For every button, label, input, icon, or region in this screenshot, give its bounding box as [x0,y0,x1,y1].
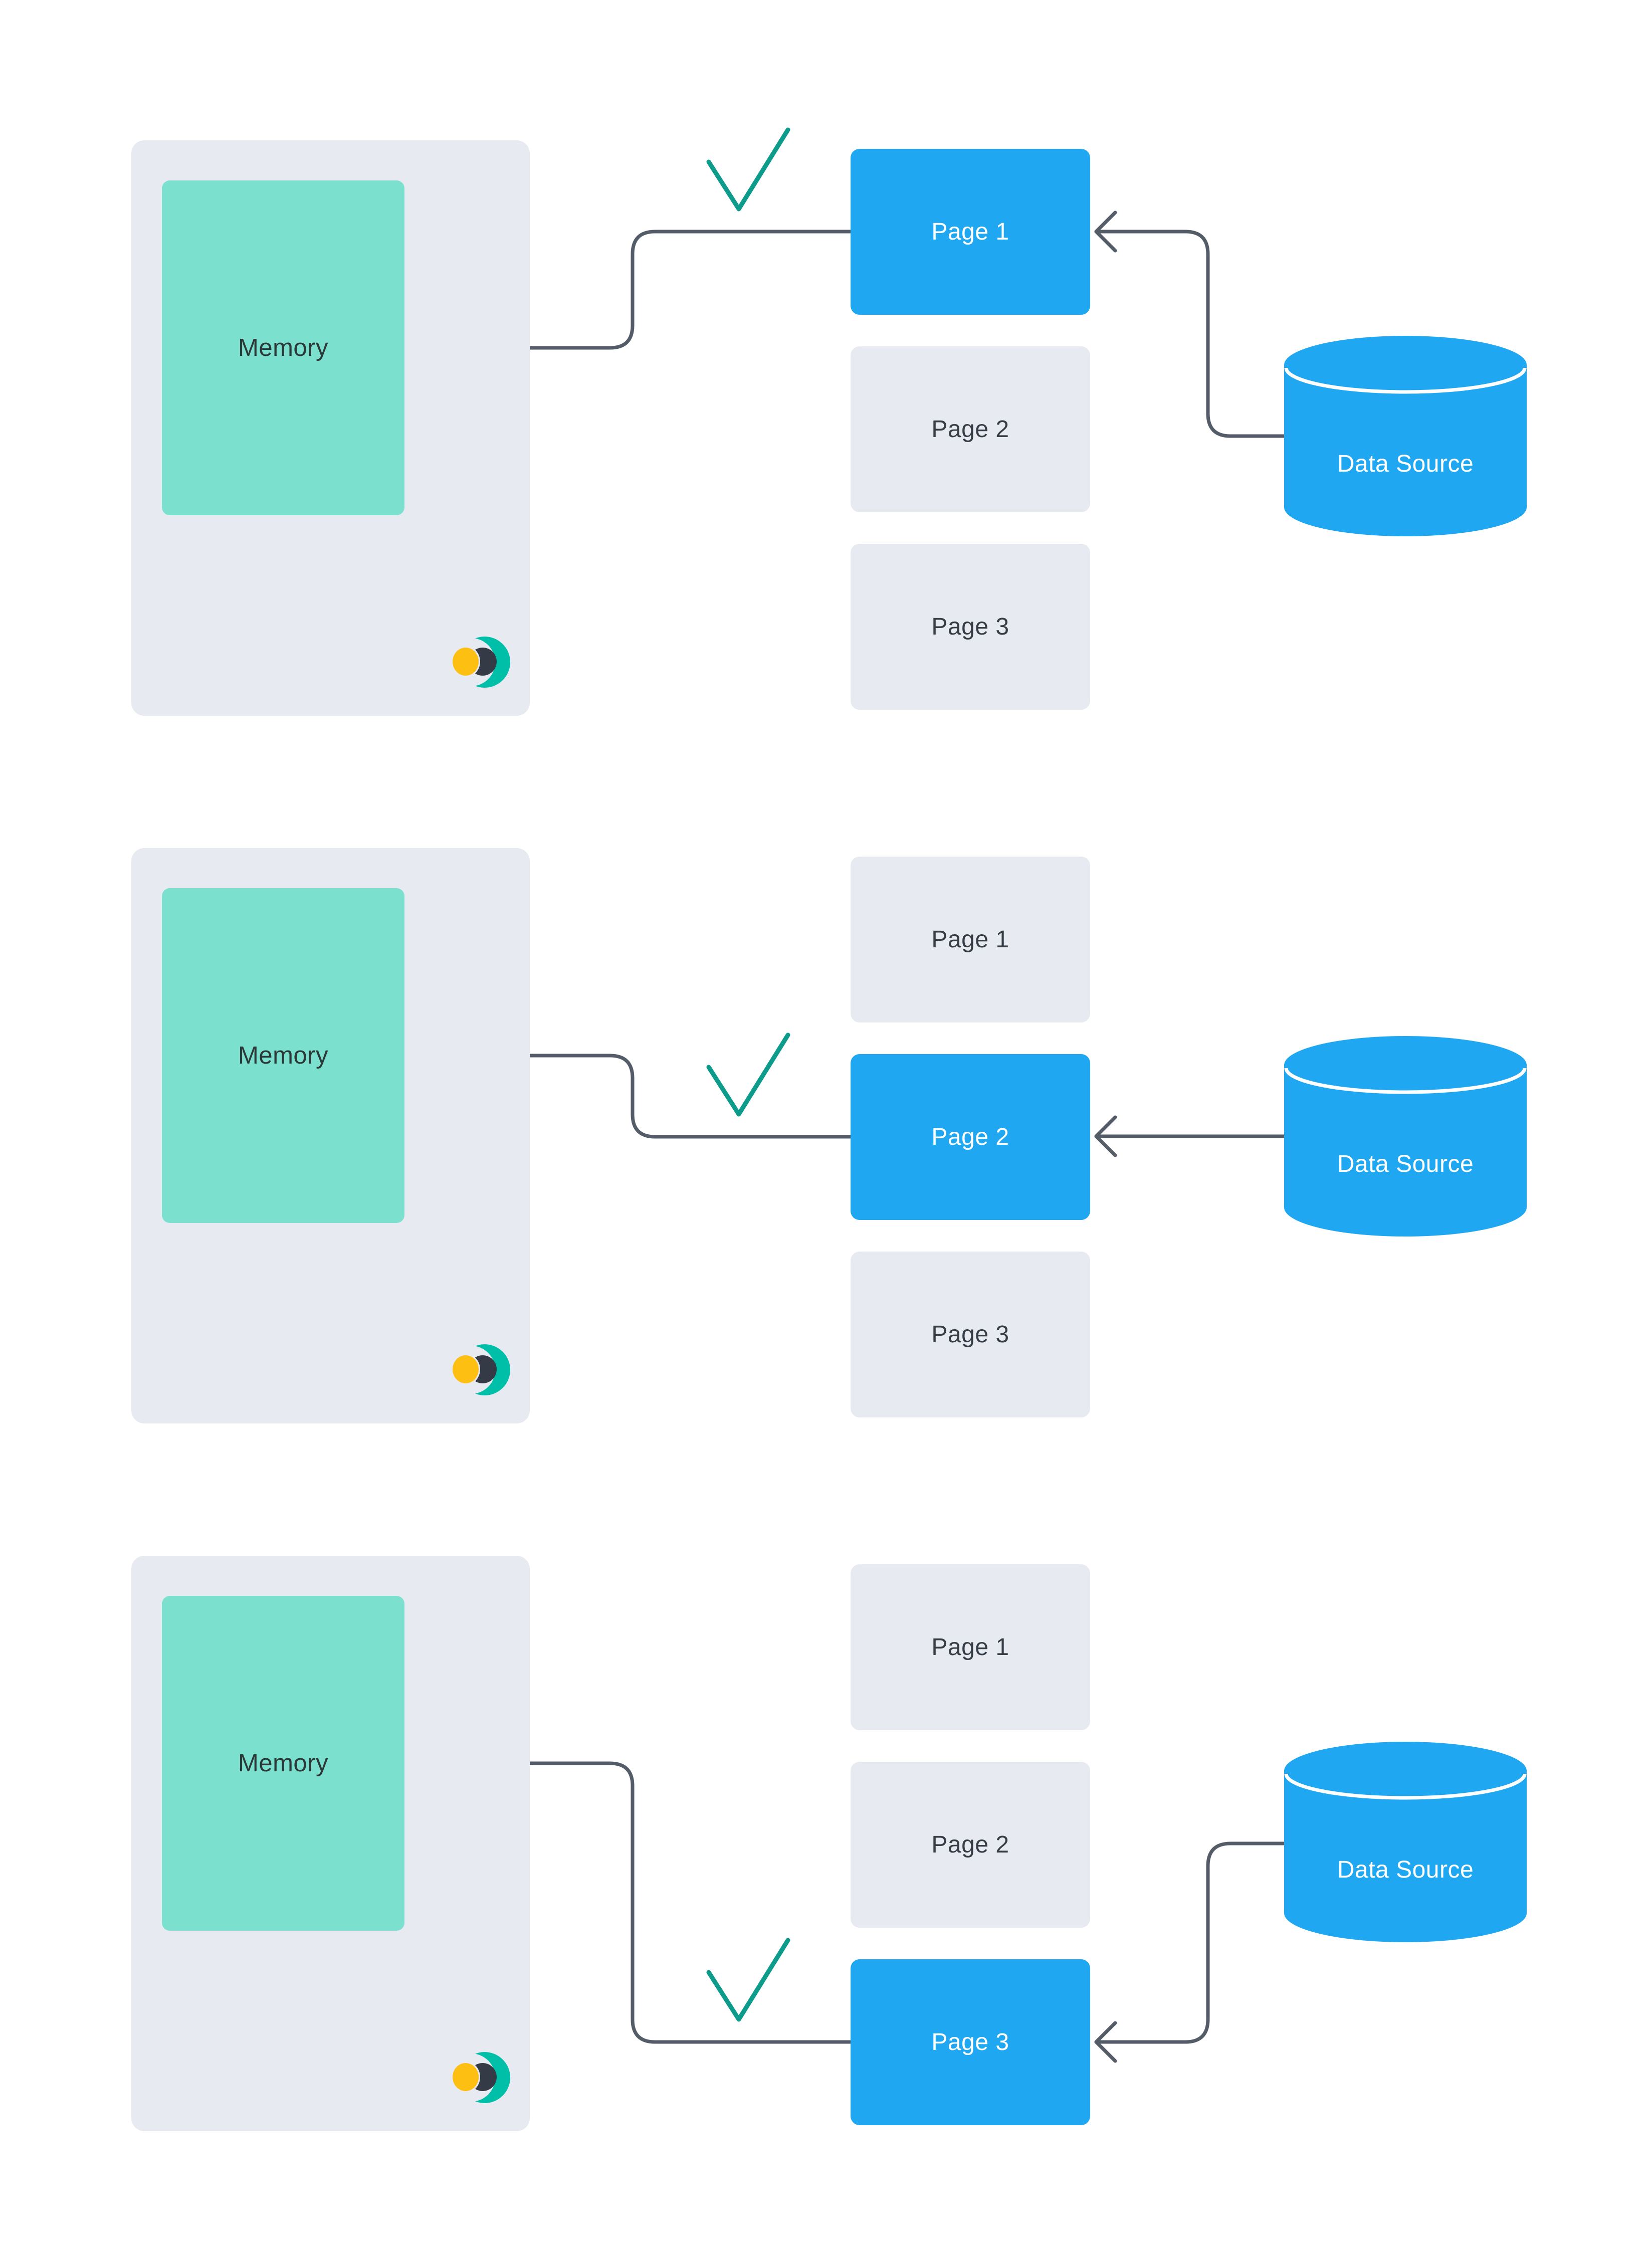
data-source-cylinder: Data Source [1284,1036,1527,1237]
brand-logo-icon [451,637,510,688]
memory-label: Memory [238,1042,328,1069]
datasource-label: Data Source [1337,1150,1474,1177]
memory-box: Memory [162,1596,404,1931]
page-label: Page 3 [931,2029,1009,2056]
database-icon [1284,336,1527,536]
memory-label: Memory [238,1750,328,1777]
page-box-active: Page 1 [851,149,1090,315]
brand-logo-icon [451,1344,510,1395]
data-source-cylinder: Data Source [1284,336,1527,536]
checkmark-icon [706,1938,790,2022]
page-label: Page 1 [931,1634,1009,1661]
checkmark-icon [706,127,790,212]
page-box: Page 2 [851,346,1090,512]
page-label: Page 1 [931,926,1009,953]
memory-box: Memory [162,888,404,1223]
page-label: Page 3 [931,1321,1009,1348]
data-source-cylinder: Data Source [1284,1742,1527,1942]
checkmark-icon [706,1033,790,1117]
page-label: Page 2 [931,1124,1009,1150]
database-icon [1284,1036,1527,1237]
page-box: Page 1 [851,1564,1090,1730]
datasource-label: Data Source [1337,1856,1474,1883]
page-box: Page 3 [851,1252,1090,1417]
page-box: Page 3 [851,544,1090,710]
page-label: Page 1 [931,219,1009,245]
page-label: Page 2 [931,416,1009,443]
memory-label: Memory [238,334,328,361]
database-icon [1284,1742,1527,1942]
memory-panel: Memory [131,140,530,716]
memory-box: Memory [162,180,404,515]
arrow-datasource-to-page1 [1094,211,1287,438]
datasource-label: Data Source [1337,450,1474,477]
page-label: Page 2 [931,1831,1009,1858]
arrow-datasource-to-page3 [1094,1841,1287,2063]
memory-panel: Memory [131,1556,530,2131]
page-box-active: Page 2 [851,1054,1090,1220]
brand-logo-icon [451,2052,510,2103]
page-box: Page 1 [851,857,1090,1022]
page-box: Page 2 [851,1762,1090,1928]
memory-panel: Memory [131,848,530,1423]
arrow-datasource-to-page2 [1094,1115,1287,1157]
page-box-active: Page 3 [851,1959,1090,2125]
page-label: Page 3 [931,613,1009,640]
